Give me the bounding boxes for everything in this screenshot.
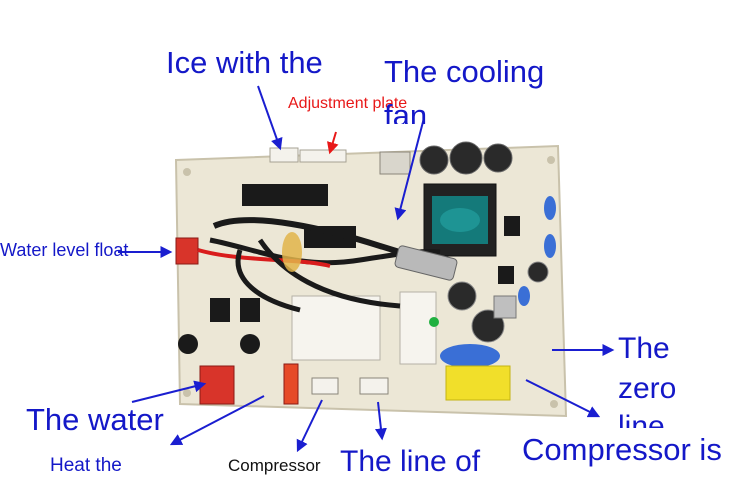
arrow-water bbox=[131, 380, 207, 403]
label-water-level-float: Water level float bbox=[0, 240, 129, 260]
transistors bbox=[178, 295, 517, 354]
capacitors bbox=[419, 141, 556, 368]
ic-chips bbox=[210, 184, 520, 322]
arrow-adjustment bbox=[327, 131, 339, 155]
label-the-zero-1: The bbox=[618, 332, 670, 365]
label-compressor: Compressor bbox=[228, 456, 321, 475]
arrow-compressor-is bbox=[525, 379, 601, 418]
label-ice-with-the: Ice with the bbox=[166, 45, 323, 80]
arrow-fan bbox=[394, 117, 425, 221]
relays bbox=[291, 291, 511, 401]
label-the-zero-3: line bbox=[618, 412, 665, 428]
label-compressor-is: Compressor is bbox=[522, 432, 722, 467]
arrow-ice bbox=[257, 85, 283, 151]
label-the-zero-2: zero bbox=[618, 372, 677, 405]
transformer bbox=[423, 183, 497, 257]
temperature-probe-cable bbox=[197, 217, 458, 313]
label-the-line-of: The line of bbox=[340, 445, 481, 478]
callout-arrows bbox=[118, 85, 615, 453]
label-adjustment-plate: Adjustment plate bbox=[288, 95, 408, 112]
bottom-connectors bbox=[175, 237, 389, 405]
arrow-heat bbox=[169, 395, 265, 446]
label-fan: fan bbox=[384, 100, 428, 124]
label-the-cooling: The cooling bbox=[384, 54, 545, 89]
arrow-line-of bbox=[374, 401, 387, 441]
arrow-compressor bbox=[296, 399, 323, 453]
label-heat-the: Heat the bbox=[50, 455, 122, 476]
label-the-water: The water bbox=[26, 402, 164, 437]
